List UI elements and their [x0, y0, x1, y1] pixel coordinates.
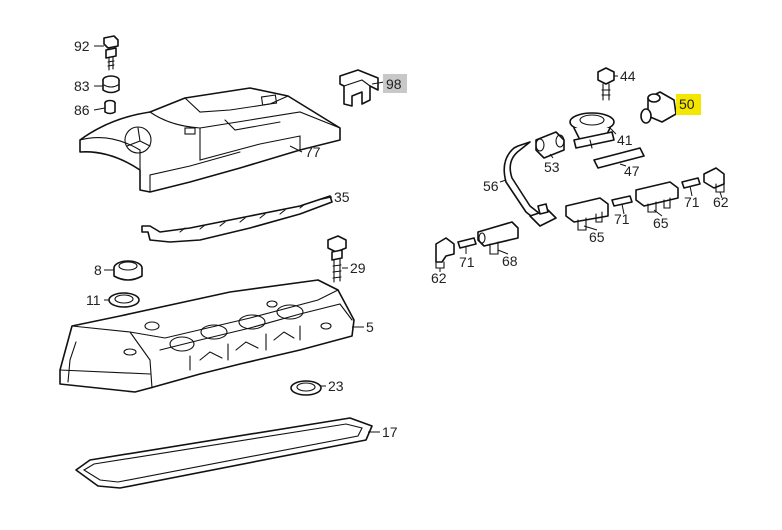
callout-77[interactable]: 77 [305, 144, 321, 160]
callout-44[interactable]: 44 [620, 68, 636, 84]
part-71-tube-middle [611, 195, 633, 207]
part-29-bolt [327, 235, 347, 283]
callout-71-right[interactable]: 71 [684, 194, 700, 210]
callout-53[interactable]: 53 [544, 159, 560, 175]
callout-62-right[interactable]: 62 [713, 194, 729, 210]
callout-62-left[interactable]: 62 [431, 270, 447, 286]
callout-17[interactable]: 17 [382, 424, 398, 440]
part-50-elbow-connector [640, 91, 677, 124]
callout-92[interactable]: 92 [74, 38, 90, 54]
part-62-right-elbow [703, 167, 725, 193]
callout-11[interactable]: 11 [86, 292, 101, 308]
callout-83[interactable]: 83 [74, 78, 90, 94]
callout-98[interactable]: 98 [386, 76, 402, 92]
part-92-bolt [103, 35, 119, 71]
callout-29[interactable]: 29 [350, 260, 366, 276]
part-77-engine-cover [79, 87, 341, 193]
callout-5[interactable]: 5 [366, 319, 374, 335]
part-56-hose [503, 141, 557, 227]
part-71-tube-left [457, 237, 477, 249]
callout-68[interactable]: 68 [502, 253, 518, 269]
part-44-bolt [597, 67, 615, 101]
part-98-clip [339, 69, 379, 107]
callout-98-highlight [383, 74, 407, 93]
callout-71-middle[interactable]: 71 [614, 211, 630, 227]
callout-50-highlight [676, 94, 701, 115]
callout-47[interactable]: 47 [624, 163, 640, 179]
callout-71-left[interactable]: 71 [459, 254, 475, 270]
part-17-gasket [75, 417, 373, 489]
part-23-seal-ring [290, 380, 322, 396]
part-65-connector-right [635, 181, 679, 213]
part-47-tube [593, 147, 645, 169]
callout-50[interactable]: 50 [679, 96, 695, 112]
callout-86[interactable]: 86 [74, 102, 90, 118]
part-86-sleeve [104, 99, 116, 115]
callout-8[interactable]: 8 [94, 262, 102, 278]
callout-41[interactable]: 41 [617, 132, 633, 148]
part-83-grommet [102, 75, 120, 94]
callout-23[interactable]: 23 [328, 378, 344, 394]
part-53-connector [535, 131, 565, 159]
callout-65-right[interactable]: 65 [653, 215, 669, 231]
part-8-plug [113, 260, 143, 281]
part-65-connector-middle [565, 197, 609, 231]
part-11-seal-ring [108, 292, 140, 308]
callout-65-middle[interactable]: 65 [589, 229, 605, 245]
callout-35[interactable]: 35 [334, 189, 350, 205]
part-62-left-elbow [435, 237, 455, 269]
part-68-t-connector [477, 221, 519, 255]
part-35-gasket-strip [141, 195, 333, 243]
part-41-valve-bracket [569, 112, 615, 149]
part-5-cylinder-head-cover [59, 279, 355, 393]
part-71-tube-right [681, 177, 701, 189]
leader-lines [93, 45, 723, 433]
callout-56[interactable]: 56 [483, 178, 499, 194]
